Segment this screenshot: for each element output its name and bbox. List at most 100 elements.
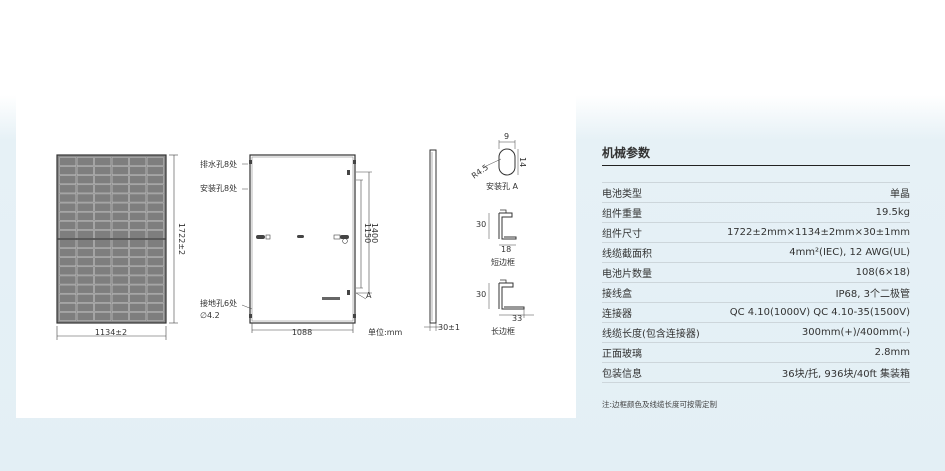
- solar-cell: [94, 175, 112, 185]
- detail-a-caption: 安装孔 A: [486, 181, 519, 191]
- solar-cell: [111, 221, 129, 230]
- solar-cell: [94, 284, 112, 294]
- drain-holes-label: 排水孔8处: [200, 159, 237, 169]
- solar-cell: [59, 293, 77, 303]
- solar-cell: [111, 248, 129, 257]
- spec-row: 连接器 QC 4.10(1000V) QC 4.10-35(1500V): [602, 303, 910, 323]
- solar-cell: [94, 211, 112, 221]
- solar-cell: [76, 202, 94, 212]
- solar-cell: [146, 230, 164, 239]
- solar-cell: [111, 293, 129, 303]
- solar-cell: [76, 184, 94, 194]
- detail-a-width-label: 9: [504, 132, 509, 141]
- solar-cell: [94, 184, 112, 194]
- solar-cell: [111, 284, 129, 294]
- solar-cell: [94, 166, 112, 175]
- solar-cell: [129, 166, 147, 175]
- short-frame-width-label: 18: [501, 245, 511, 254]
- solar-cell: [59, 184, 77, 194]
- solar-cell: [146, 184, 164, 194]
- spec-label: 线缆长度(包含连接器): [602, 329, 700, 340]
- solar-cell: [76, 175, 94, 185]
- solar-cell: [146, 239, 164, 248]
- solar-cell: [129, 275, 147, 285]
- solar-cell: [94, 157, 112, 166]
- solar-cell: [59, 312, 77, 321]
- short-frame-section: 30 18 短边框: [476, 209, 517, 267]
- solar-cell: [129, 193, 147, 203]
- panel-back-view: [249, 154, 356, 324]
- solar-cell: [129, 248, 147, 257]
- solar-cell: [129, 303, 147, 312]
- spec-value: 1722±2mm×1134±2mm×30±1mm: [726, 227, 910, 238]
- mount-spacing-1150-label: 1150: [363, 223, 372, 243]
- spec-label: 连接器: [602, 309, 632, 320]
- solar-cell: [94, 303, 112, 312]
- spec-label: 组件重量: [602, 209, 642, 220]
- short-frame-height-label: 30: [476, 220, 486, 229]
- solar-cell: [146, 166, 164, 175]
- spec-value: 19.5kg: [875, 207, 910, 218]
- spec-label: 电池片数量: [602, 269, 652, 280]
- spec-label: 接线盒: [602, 289, 632, 300]
- solar-cell: [94, 266, 112, 276]
- ground-holes-label: 接地孔6处: [200, 298, 237, 308]
- solar-cell: [111, 175, 129, 185]
- solar-cell: [129, 239, 147, 248]
- solar-cell: [129, 211, 147, 221]
- solar-cell: [111, 202, 129, 212]
- detail-a-height-label: 14: [518, 157, 527, 167]
- solar-cell: [94, 221, 112, 230]
- spec-value: 2.8mm: [874, 347, 910, 358]
- front-height-label: 1722±2: [177, 223, 186, 255]
- solar-cell: [129, 184, 147, 194]
- solar-cell: [146, 157, 164, 166]
- solar-cell: [76, 275, 94, 285]
- front-width-dimension: 1134±2: [56, 326, 167, 340]
- solar-cell: [59, 157, 77, 166]
- solar-cell: [94, 248, 112, 257]
- solar-cell: [111, 303, 129, 312]
- solar-cell: [111, 157, 129, 166]
- solar-cell: [59, 239, 77, 248]
- solar-cell: [59, 211, 77, 221]
- long-frame-section: 30 33 长边框: [476, 279, 534, 336]
- mount-width-dimension: 1088: [251, 323, 354, 337]
- solar-cell: [146, 275, 164, 285]
- solar-cell: [76, 312, 94, 321]
- solar-cell: [129, 157, 147, 166]
- spec-label: 电池类型: [602, 189, 642, 200]
- ground-hole-diameter-label: ∅4.2: [200, 311, 220, 320]
- solar-cell: [146, 293, 164, 303]
- solar-cell: [111, 239, 129, 248]
- spec-table: 电池类型 单晶组件重量 19.5kg 组件尺寸 1722±2mm×1134±2mm×30…: [602, 182, 910, 383]
- spec-row: 组件尺寸 1722±2mm×1134±2mm×30±1mm: [602, 223, 910, 243]
- spec-label: 正面玻璃: [602, 349, 642, 360]
- solar-cell: [146, 257, 164, 267]
- spec-label: 组件尺寸: [602, 229, 642, 240]
- spec-value: 36块/托, 936块/40ft 集装箱: [781, 369, 910, 380]
- solar-cell: [76, 303, 94, 312]
- solar-cell: [59, 230, 77, 239]
- solar-cell: [111, 312, 129, 321]
- spec-value: 单晶: [890, 189, 910, 200]
- solar-cell: [76, 239, 94, 248]
- solar-cell: [146, 303, 164, 312]
- solar-cell: [146, 211, 164, 221]
- specs-title: 机械参数: [602, 143, 910, 166]
- spec-row: 线缆长度(包含连接器)300mm(+)/400mm(-): [602, 323, 910, 343]
- solar-cell: [111, 230, 129, 239]
- long-frame-width-label: 33: [512, 314, 522, 323]
- spec-row: 组件重量 19.5kg: [602, 203, 910, 223]
- spec-value: QC 4.10(1000V) QC 4.10-35(1500V): [729, 307, 910, 318]
- solar-cell: [146, 193, 164, 203]
- spec-value: 108(6×18): [855, 267, 910, 278]
- mount-spacing-1400-label: 1400: [370, 223, 379, 243]
- spec-row: 电池片数量 108(6×18): [602, 263, 910, 283]
- solar-cell: [111, 193, 129, 203]
- solar-cell: [111, 211, 129, 221]
- side-thickness-label: 30±1: [438, 323, 460, 332]
